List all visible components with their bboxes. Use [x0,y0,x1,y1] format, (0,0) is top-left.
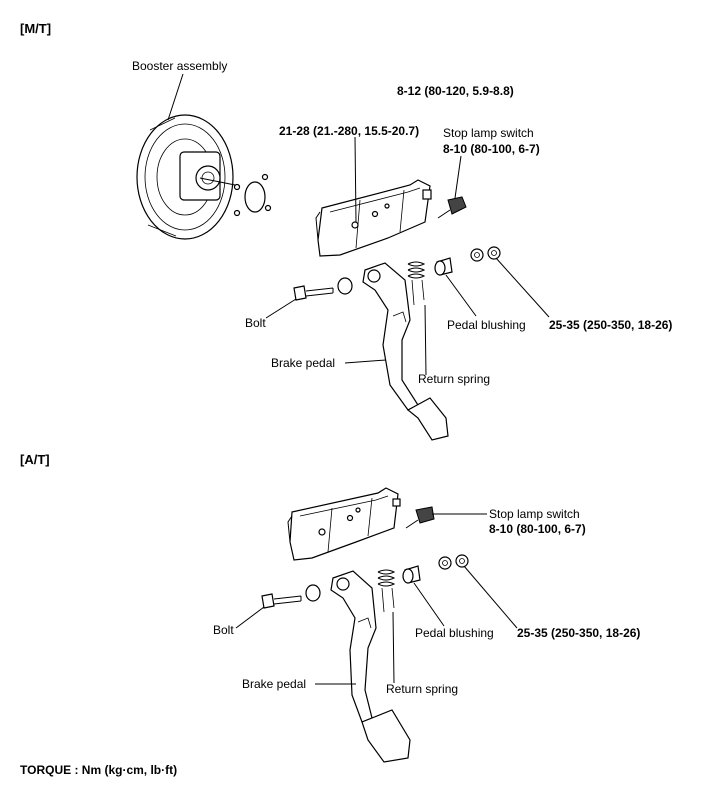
mt-stop-lamp-switch-drawing [437,155,467,219]
mt-bolt-drawing [265,285,334,319]
mt-stop-lamp-switch-label: Stop lamp switch [443,126,534,140]
mt-torque-bracket-label: 21-28 (21.-280, 15.5-20.7) [279,124,420,138]
mt-return-spring-drawing [407,261,427,376]
mt-washer-drawing [337,277,353,295]
mt-small-nut-drawing [422,189,432,200]
mt-torque-top-label: 8-12 (80-120, 5.9-8.8) [397,84,514,98]
mt-brake-pedal-label: Brake pedal [271,356,336,370]
mt-stop-lamp-torque-label: 8-10 (80-100, 6-7) [443,142,540,156]
mt-section-header: [M/T] [20,21,52,36]
booster-assembly-drawing [136,73,272,240]
mt-nut-drawing [470,246,550,318]
at-section-header: [A/T] [20,452,50,467]
mt-bolt-label: Bolt [245,316,266,330]
at-pedal-bushing-drawing [402,565,445,627]
at-washer-drawing [305,584,321,602]
torque-units-footer: TORQUE : Nm (kg·cm, lb·ft) [20,763,178,777]
mt-torque-nut-label: 25-35 (250-350, 18-26) [549,318,673,332]
at-brake-pedal-drawing [315,570,411,763]
mt-pedal-bushing-label: Pedal blushing [447,318,526,332]
at-pedal-bracket-drawing [287,487,399,561]
at-stop-lamp-switch-label: Stop lamp switch [489,507,580,521]
mt-brake-pedal-drawing [344,262,449,441]
at-return-spring-label: Return spring [386,682,459,696]
at-brake-pedal-label: Brake pedal [242,677,307,691]
at-pedal-bushing-label: Pedal blushing [415,626,494,640]
at-torque-nut-label: 25-35 (250-350, 18-26) [517,626,641,640]
booster-assembly-label: Booster assembly [132,59,228,73]
at-nut-drawing [438,554,518,629]
at-stop-lamp-torque-label: 8-10 (80-100, 6-7) [489,522,586,536]
at-stop-lamp-switch-drawing [405,506,487,529]
mt-pedal-bracket-drawing [315,136,431,257]
at-small-nut-drawing [392,498,401,507]
at-bolt-label: Bolt [213,623,234,637]
at-bolt-drawing [235,593,302,629]
mt-pedal-bushing-drawing [434,257,477,317]
at-return-spring-drawing [377,569,396,684]
mt-return-spring-label: Return spring [418,372,491,386]
